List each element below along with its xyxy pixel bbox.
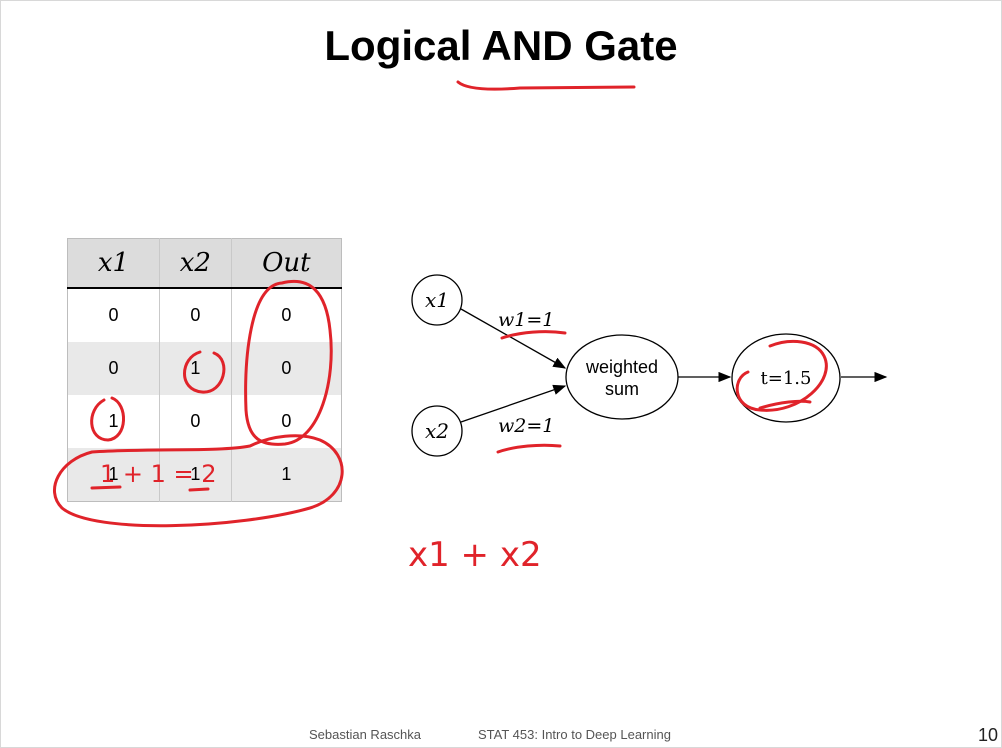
slide-title: Logical AND Gate [324,22,678,69]
weighted-sum-label-line2: sum [605,379,639,399]
threshold-circle [735,339,828,412]
x2-one-circle [183,350,226,394]
weighted-sum-label-line1: weighted [585,357,658,377]
cell-x2: 0 [159,288,232,342]
input-label-x2: x2 [425,419,449,443]
weighted-sum-node [565,334,679,420]
cell-x1: 0 [67,342,160,395]
edge-x1-sum [460,308,567,369]
cell-x1: 1 [67,448,160,502]
footer-course: STAT 453: Intro to Deep Learning [478,727,671,742]
threshold-underline [758,399,812,410]
threshold-node [731,333,841,423]
table-row: 0 0 0 [67,288,342,342]
last-row-ellipse [53,434,344,528]
handwritten-annotations [53,80,828,528]
row-sum-annotation: 1 + 1 = 2 [100,460,217,488]
weight-label-w2: w2=1 [498,415,554,437]
x1-one-circle [90,396,125,442]
column-header-x2: x2 [159,238,232,289]
truth-table: x1 x2 Out 0 0 0 0 1 0 1 0 0 1 1 1 [67,238,342,502]
cell-x1: 1 [67,395,160,448]
input-node-x2 [411,405,463,457]
x1-underline [90,485,122,490]
cell-x2: 1 [159,448,232,502]
expression-annotation: x1 + x2 [408,535,542,575]
table-row: 1 1 1 [67,448,342,502]
cell-out: 1 [231,448,342,502]
weight-label-w1: w1=1 [498,309,554,331]
x2-underline [188,487,210,492]
footer-author: Sebastian Raschka [309,727,422,742]
column-header-x1: x1 [67,238,160,289]
cell-x1: 0 [67,288,160,342]
input-node-x1 [411,274,463,326]
page-number: 10 [977,725,998,745]
cell-x2: 0 [159,395,232,448]
input-label-x1: x1 [425,288,449,312]
out-column-circle [244,280,333,446]
cell-out: 0 [231,342,342,395]
threshold-label: t=1.5 [761,368,812,389]
w2-underline [496,443,562,454]
edge-x2-sum [460,384,567,423]
title-underline [456,80,636,91]
w1-underline [500,330,567,340]
